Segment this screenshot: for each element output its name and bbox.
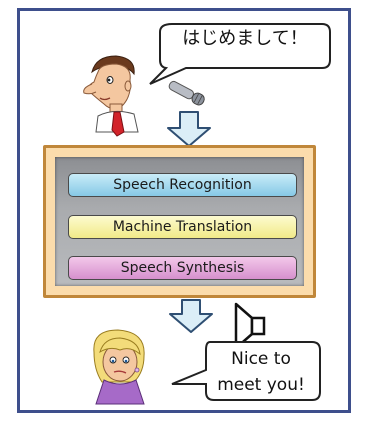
down-arrow-icon bbox=[167, 111, 211, 147]
woman-listener-icon bbox=[93, 329, 145, 405]
loudspeaker-icon bbox=[234, 302, 266, 350]
speech-synthesis-stage: Speech Synthesis bbox=[68, 256, 297, 280]
speaker-bubble-text: はじめまして！ bbox=[182, 28, 308, 49]
down-arrow-icon bbox=[169, 299, 213, 333]
listener-bubble-text: Nice to meet you! bbox=[208, 346, 314, 398]
listener-bubble-line-2: meet you! bbox=[217, 375, 305, 395]
translation-pipeline: Speech Recognition Machine Translation S… bbox=[43, 145, 316, 298]
machine-translation-stage: Machine Translation bbox=[68, 215, 297, 239]
listener-speech-bubble bbox=[171, 341, 321, 401]
speech-recognition-stage: Speech Recognition bbox=[68, 173, 297, 197]
listener-bubble-line-1: Nice to bbox=[231, 349, 291, 369]
man-speaker-icon bbox=[83, 55, 139, 137]
speaker-speech-bubble bbox=[149, 23, 331, 85]
microphone-icon bbox=[168, 80, 205, 106]
